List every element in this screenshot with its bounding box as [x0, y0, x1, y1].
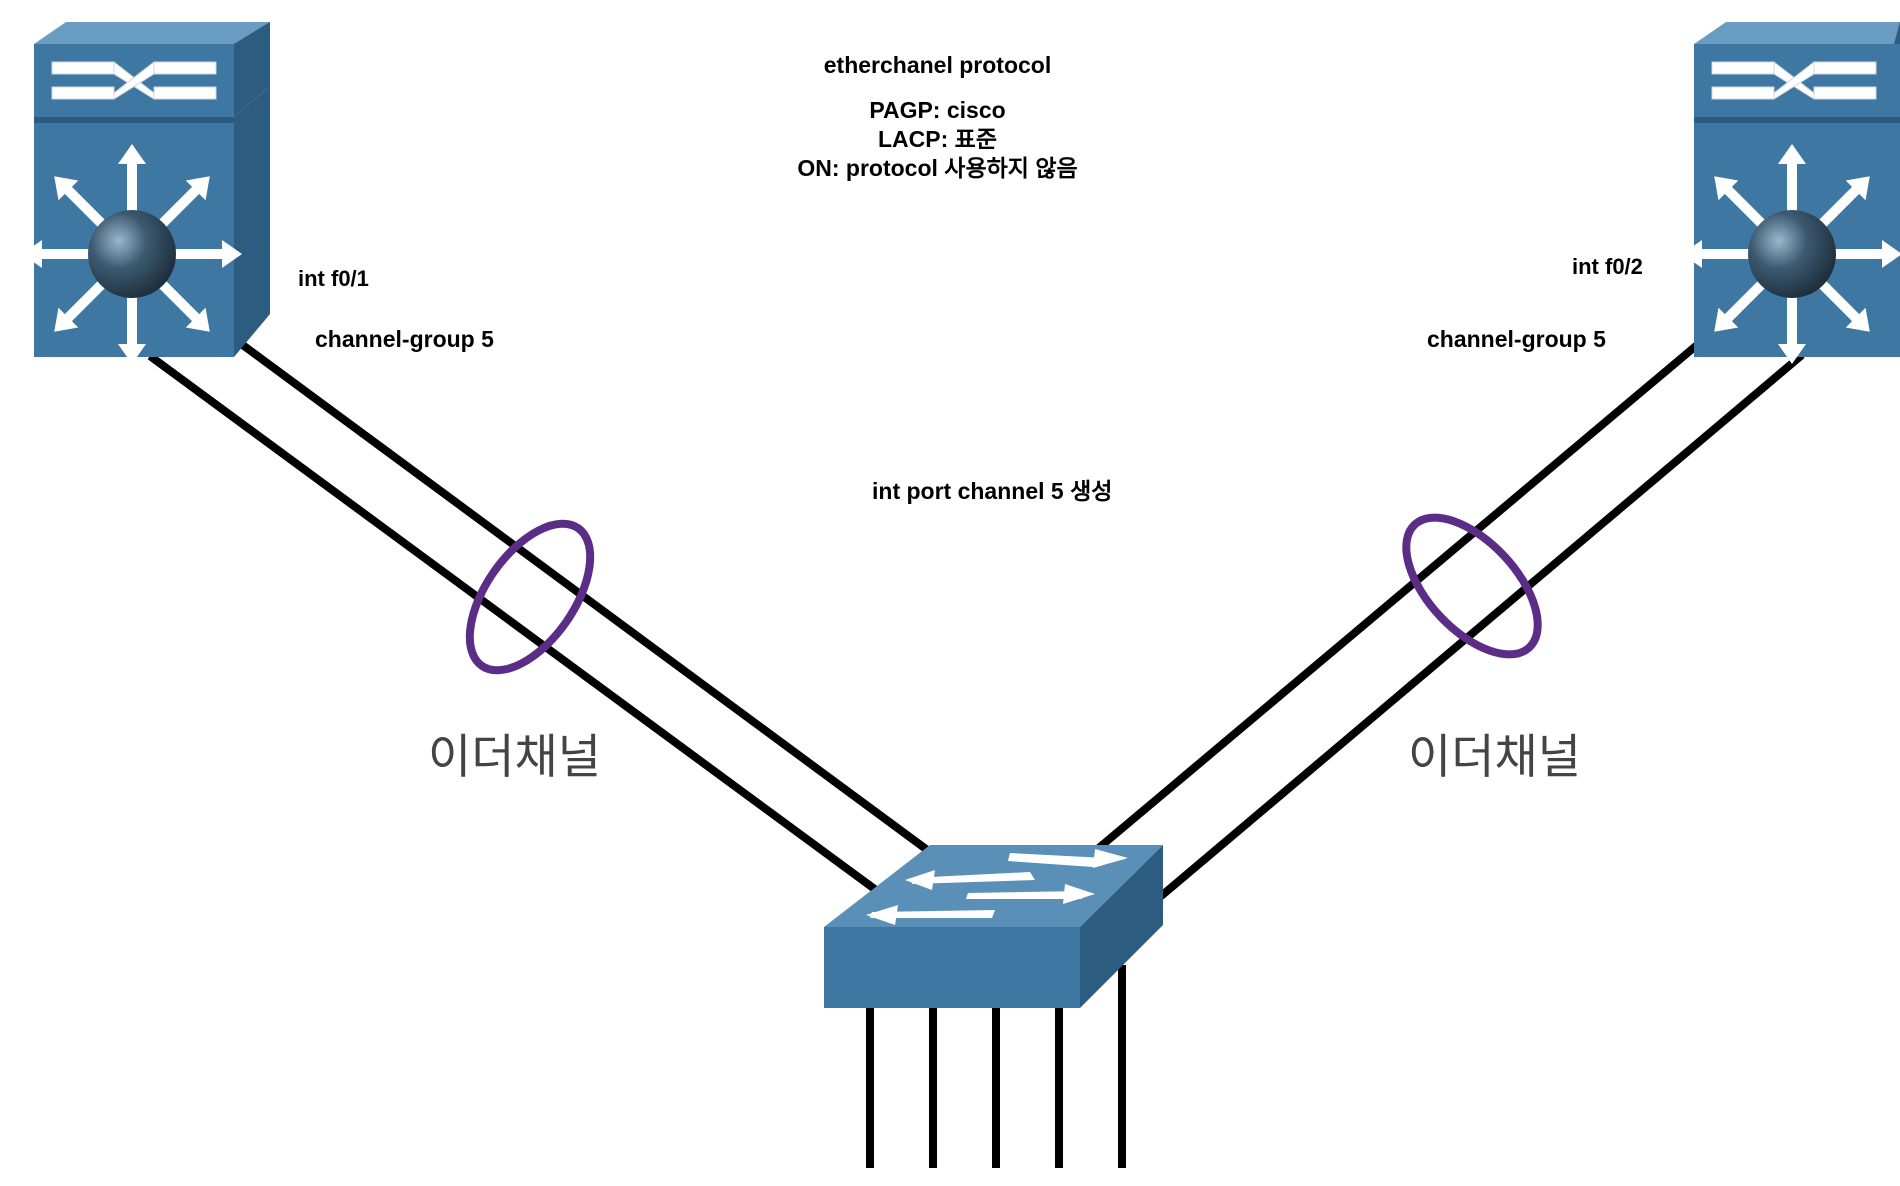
- layer3-switch-icon-right: [1682, 22, 1900, 364]
- workgroup-switch-icon: [824, 845, 1163, 1008]
- layer3-switch-icon: [22, 22, 270, 364]
- protocol-list: PAGP: cisco LACP: 표준 ON: protocol 사용하지 않…: [700, 96, 1175, 183]
- right-channel-group-label: channel-group 5: [1427, 326, 1606, 352]
- protocol-line-on: ON: protocol 사용하지 않음: [797, 155, 1078, 181]
- link-left-upper: [237, 339, 933, 856]
- downlinks: [866, 965, 1126, 1168]
- links: [147, 339, 1805, 901]
- right-interface-label: int f0/2: [1572, 254, 1643, 279]
- left-interface-label: int f0/1: [298, 266, 369, 291]
- protocol-line-lacp: LACP: 표준: [878, 126, 997, 152]
- link-left-lower: [147, 352, 883, 897]
- port-channel-note: int port channel 5 생성: [872, 478, 1113, 504]
- left-channel-group-label: channel-group 5: [315, 326, 494, 352]
- link-right-upper: [1091, 341, 1700, 856]
- etherchannel-ring-right: [1402, 513, 1542, 659]
- link-right-lower: [1157, 351, 1805, 901]
- etherchannel-label-left: 이더채널: [428, 730, 601, 785]
- etherchannel-label-right: 이더채널: [1408, 730, 1581, 785]
- protocol-title: etherchanel protocol: [823, 52, 1052, 78]
- protocol-line-pagp: PAGP: cisco: [869, 97, 1006, 123]
- etherchannel-ring-left: [465, 519, 595, 675]
